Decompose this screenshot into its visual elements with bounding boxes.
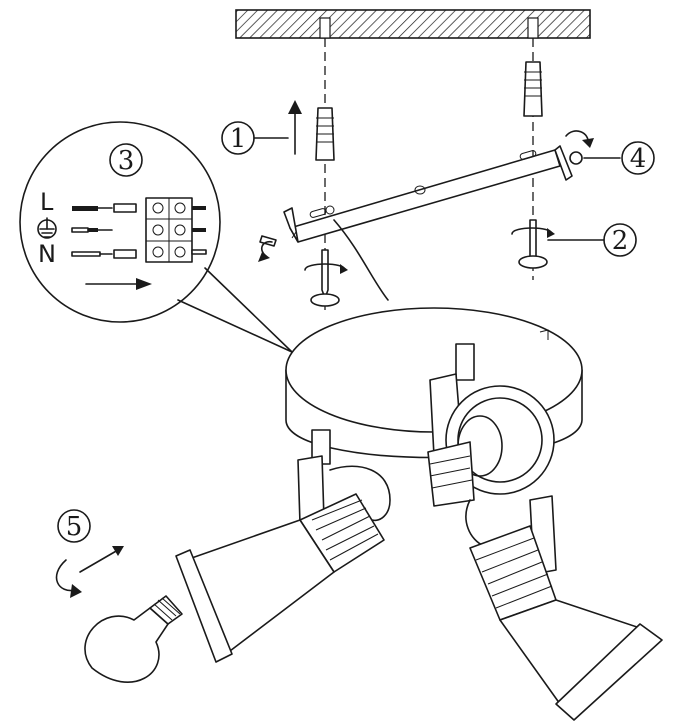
wall-plug-right [523, 61, 543, 117]
earth-wire [71, 227, 113, 233]
spotlight-rear [427, 343, 555, 507]
step-4-callout: 4 [565, 130, 655, 175]
step-1-number: 1 [230, 124, 247, 154]
bracket-screw-left [258, 235, 277, 262]
step-5-number: 5 [66, 512, 83, 542]
light-bulb-icon [84, 595, 183, 683]
step-5-callout: 5 [55, 509, 183, 683]
wall-plug-left [315, 107, 335, 161]
arrow-right-icon [85, 278, 152, 290]
step-3-number: 3 [118, 146, 135, 176]
terminal-block [145, 197, 207, 263]
step-1-callout: 1 [221, 100, 302, 155]
spotlight-left [175, 429, 391, 663]
ceiling [235, 9, 591, 39]
step-2-number: 2 [612, 226, 629, 256]
screw-right [511, 219, 555, 269]
live-wire-label: L [40, 188, 54, 216]
step-4-number: 4 [630, 144, 647, 174]
screw-left [304, 249, 348, 307]
mounting-bracket [283, 145, 573, 243]
arrow-up-icon [288, 100, 302, 155]
wiring-detail-bubble: 3 L N [19, 121, 293, 353]
neutral-wire-label: N [38, 240, 56, 268]
spotlight-right [465, 495, 663, 721]
earth-ground-icon [37, 217, 57, 239]
neutral-wire [71, 249, 137, 259]
step-2-callout: 2 [547, 223, 637, 257]
arrow-up-right-icon [79, 546, 124, 573]
rotate-arrow-icon [55, 559, 82, 598]
supply-cable [333, 219, 389, 301]
nut-icon [565, 130, 594, 165]
live-wire [72, 203, 137, 213]
